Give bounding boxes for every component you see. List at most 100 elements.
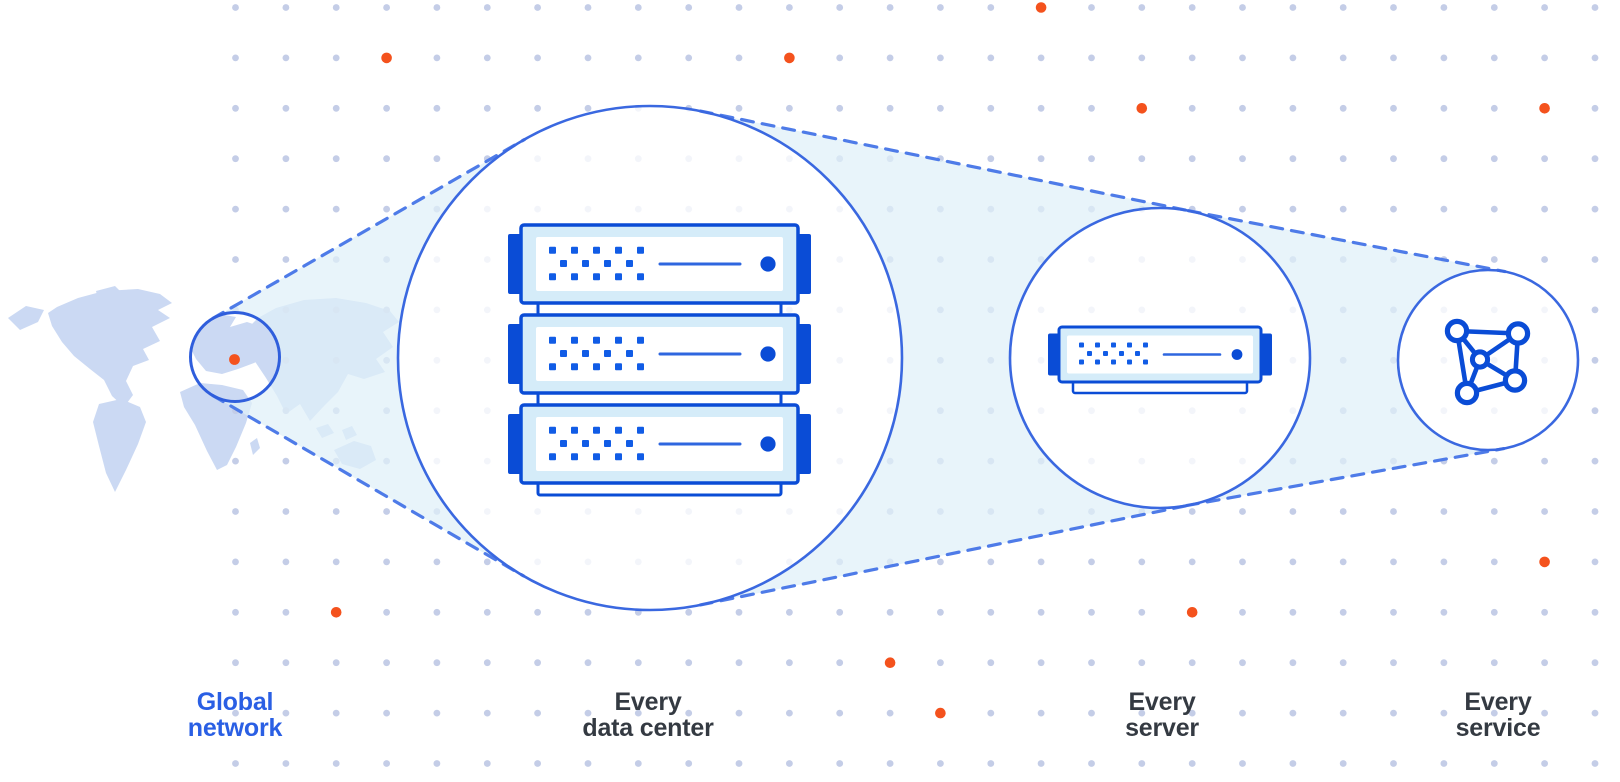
accent-dot <box>1136 103 1148 114</box>
grid-dot <box>1440 508 1448 515</box>
grid-dot <box>987 659 995 667</box>
grid-dot <box>332 709 340 717</box>
grid-dot <box>1541 659 1548 667</box>
grid-dot <box>1239 104 1246 112</box>
grid-dot <box>332 205 340 213</box>
grid-dot <box>1591 205 1599 213</box>
grid-dot <box>1138 4 1146 11</box>
server-vent-dot <box>549 246 556 254</box>
grid-dot <box>483 558 491 566</box>
accent-dot <box>1539 103 1550 114</box>
grid-dot <box>685 54 693 62</box>
grid-dot <box>1490 4 1498 11</box>
mesh-node <box>1505 321 1531 346</box>
grid-dot <box>1239 760 1246 767</box>
grid-dot <box>332 558 340 566</box>
grid-dot <box>534 659 541 667</box>
grid-dot <box>937 104 944 112</box>
grid-dot <box>1591 104 1599 112</box>
server-led <box>760 346 776 362</box>
grid-dot <box>383 508 390 515</box>
accent-dot <box>884 657 896 668</box>
grid-dot <box>836 54 844 62</box>
grid-dot <box>282 205 290 213</box>
grid-dot <box>1591 4 1599 11</box>
grid-dot <box>937 54 944 62</box>
server-vent-dot <box>593 453 600 461</box>
grid-dot <box>1239 205 1246 213</box>
grid-dot <box>634 4 642 11</box>
grid-dot <box>383 608 390 616</box>
grid-dot <box>1037 54 1045 62</box>
grid-dot <box>786 608 793 616</box>
server-vent-dot <box>593 363 600 371</box>
accent-dot <box>381 52 392 64</box>
grid-dot <box>483 608 491 616</box>
server-vent-dot <box>1135 351 1140 356</box>
server-vent-dot <box>571 426 578 434</box>
grid-dot <box>1339 508 1347 515</box>
grid-dot <box>1289 54 1297 62</box>
grid-dot <box>232 760 239 767</box>
grid-dot <box>1390 709 1397 717</box>
server-vent-dot <box>1111 359 1116 365</box>
grid-dot <box>1188 155 1196 163</box>
grid-dot <box>786 104 793 112</box>
server-unit <box>508 313 811 407</box>
grid-dot <box>1088 608 1095 616</box>
grid-dot <box>332 104 340 112</box>
server-vent-dot <box>615 246 622 254</box>
accent-dot <box>784 52 795 64</box>
grid-dot <box>534 104 541 112</box>
server-vent-dot <box>593 246 600 254</box>
server-vent-dot <box>637 273 644 281</box>
grid-dot <box>1390 104 1397 112</box>
grid-dot <box>1188 558 1196 566</box>
server-vent-dot <box>626 440 633 447</box>
server-led <box>1231 349 1243 360</box>
server-vent-dot <box>615 363 622 371</box>
grid-dot <box>836 104 844 112</box>
grid-dot <box>332 155 340 163</box>
grid-dot <box>1289 104 1297 112</box>
grid-dot <box>685 709 693 717</box>
grid-dot <box>1289 155 1297 163</box>
grid-dot <box>987 155 995 163</box>
grid-dot <box>433 608 441 616</box>
label-line-1: Every <box>1128 688 1196 716</box>
grid-dot <box>584 104 592 112</box>
grid-dot <box>383 155 390 163</box>
grid-dot <box>1591 760 1599 767</box>
server-vent-dot <box>1143 359 1148 365</box>
grid-dot <box>1541 205 1548 213</box>
server-led <box>760 436 776 452</box>
grid-dot <box>1088 558 1095 566</box>
grid-dot <box>1591 256 1599 263</box>
grid-dot <box>1541 155 1548 163</box>
grid-dot <box>1390 54 1397 62</box>
grid-dot <box>232 457 239 465</box>
grid-dot <box>483 104 491 112</box>
grid-dot <box>836 659 844 667</box>
grid-dot <box>1339 205 1347 213</box>
grid-dot <box>1239 54 1246 62</box>
grid-dot <box>1289 205 1297 213</box>
grid-dot <box>232 709 239 717</box>
grid-dot <box>735 608 743 616</box>
zoom-guide-dash <box>698 109 1192 213</box>
grid-dot <box>1541 54 1548 62</box>
grid-dot <box>886 4 894 11</box>
server-vent-dot <box>604 440 611 447</box>
grid-dot <box>483 659 491 667</box>
grid-dot <box>735 104 743 112</box>
grid-dot <box>786 760 793 767</box>
server-vent-dot <box>593 336 600 344</box>
grid-dot <box>1188 104 1196 112</box>
grid-dot <box>1440 709 1448 717</box>
grid-dot <box>1390 558 1397 566</box>
grid-dot <box>1591 407 1599 415</box>
zoom-guide-dash <box>698 503 1192 607</box>
server-vent-dot <box>1119 351 1124 356</box>
grid-dot <box>1289 558 1297 566</box>
grid-dot <box>1490 760 1498 767</box>
